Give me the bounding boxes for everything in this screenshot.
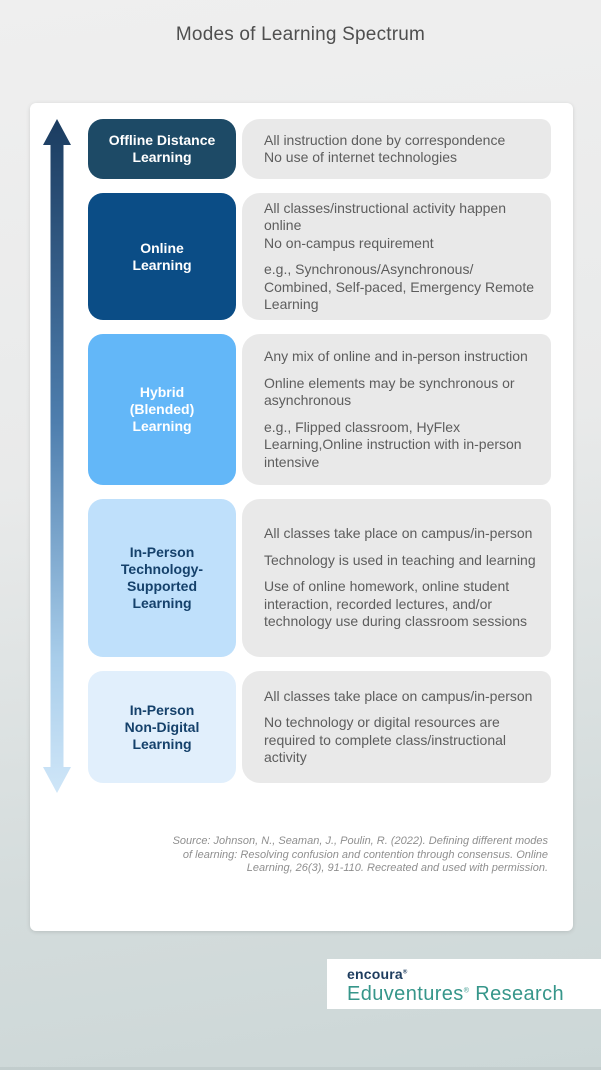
content-card: Offline Distance Learning All instructio… <box>30 103 573 931</box>
page-title: Modes of Learning Spectrum <box>175 24 426 45</box>
brand-logo: encoura® Eduventures® Research <box>327 959 601 1009</box>
description-paragraph: e.g., Synchronous/Asynchronous/ Combined… <box>264 261 535 312</box>
spectrum-row: In-Person Non-Digital Learning All class… <box>88 671 551 783</box>
encoura-brand-text: encoura <box>347 966 403 982</box>
mode-label-text: Hybrid (Blended) Learning <box>129 384 195 434</box>
description-paragraph: All classes/instructional activity happe… <box>264 199 507 234</box>
description-paragraph: No use of internet technologies <box>264 149 458 165</box>
mode-label-text: In-Person Non-Digital Learning <box>124 701 200 752</box>
spectrum-row: Hybrid (Blended) Learning Any mix of onl… <box>88 334 551 485</box>
mode-label-box: In-Person Non-Digital Learning <box>88 671 236 783</box>
mode-label-text: Online Learning <box>132 239 192 273</box>
mode-label-text: Offline Distance Learning <box>108 132 216 165</box>
spectrum-row: Online Learning All classes/instructiona… <box>88 193 551 320</box>
description-paragraph: e.g., Flipped classroom, HyFlex Learning… <box>264 418 522 470</box>
description-paragraph: All instruction done by correspondence <box>264 131 506 148</box>
registered-mark: ® <box>402 969 408 976</box>
eduventures-brand-text: Eduventures <box>347 983 464 1005</box>
source-citation: Source: Johnson, N., Seaman, J., Poulin,… <box>172 835 548 874</box>
eduventures-wordmark: Eduventures® Research <box>347 983 601 1006</box>
description-paragraph: Use of online homework, online student i… <box>264 578 528 630</box>
mode-description-box: All classes/instructional activity happe… <box>242 193 551 320</box>
mode-description-box: Any mix of online and in-person instruct… <box>242 334 551 485</box>
description-paragraph: All classes take place on campus/in-pers… <box>264 525 533 542</box>
description-paragraph: No on-campus requirement <box>264 234 434 251</box>
description-paragraph: All classes take place on campus/in-pers… <box>264 687 533 704</box>
spectrum-gradient-arrow-icon <box>43 119 71 793</box>
bottom-edge-strip <box>0 1067 601 1070</box>
spectrum-rows: Offline Distance Learning All instructio… <box>88 119 551 783</box>
spectrum-row: Offline Distance Learning All instructio… <box>88 119 551 179</box>
mode-label-box: In-Person Technology- Supported Learning <box>88 499 236 657</box>
mode-label-box: Online Learning <box>88 193 236 320</box>
description-paragraph: Online elements may be synchronous or as… <box>264 374 515 409</box>
description-paragraph: Any mix of online and in-person instruct… <box>264 348 528 364</box>
spectrum-row: In-Person Technology- Supported Learning… <box>88 499 551 657</box>
description-paragraph: No technology or digital resources are r… <box>264 714 507 765</box>
mode-label-text: In-Person Technology- Supported Learning <box>120 544 204 611</box>
description-paragraph: Technology is used in teaching and learn… <box>264 551 536 568</box>
mode-description-box: All classes take place on campus/in-pers… <box>242 499 551 657</box>
encoura-wordmark: encoura® <box>347 966 601 982</box>
mode-label-box: Offline Distance Learning <box>88 119 236 179</box>
eduventures-suffix-text: Research <box>469 983 565 1005</box>
registered-mark: ® <box>463 987 470 995</box>
mode-description-box: All classes take place on campus/in-pers… <box>242 671 551 783</box>
mode-label-box: Hybrid (Blended) Learning <box>88 334 236 485</box>
